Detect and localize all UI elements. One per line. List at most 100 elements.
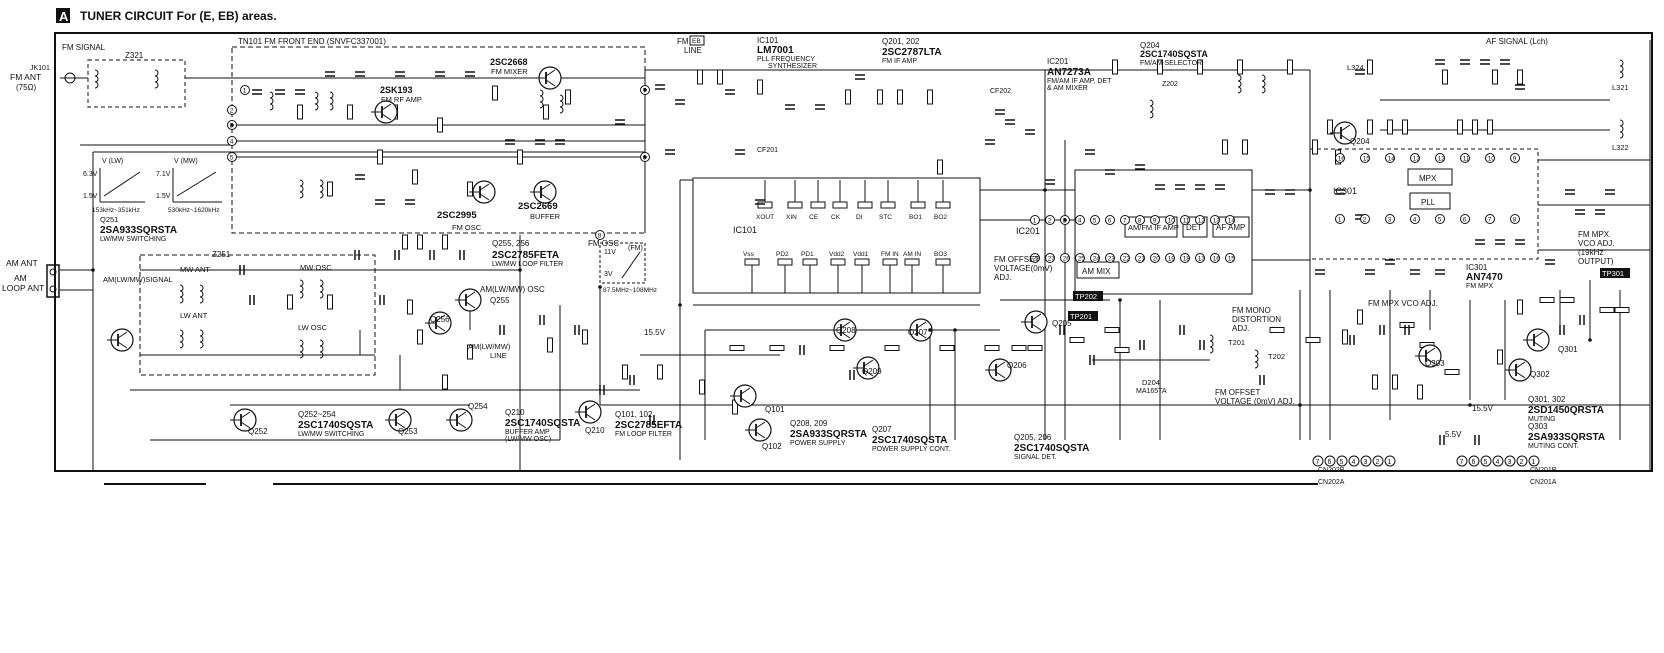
pin (1210, 253, 1220, 263)
transistor (1031, 313, 1042, 321)
resistor (437, 117, 443, 133)
junction (1298, 403, 1302, 407)
ic101-pin-box (777, 258, 793, 266)
ic101-pin-box (802, 258, 818, 266)
connector-pin-number: 3 (1364, 459, 1368, 466)
resistor (347, 104, 353, 120)
pin (1335, 214, 1345, 224)
lm7001-label: LM7001 (757, 45, 794, 56)
fm-offset-label-2: VOLTAGE(0mV) (994, 264, 1053, 273)
ic101-pin-label: XOUT (756, 214, 774, 221)
pin-number: 18 (1183, 256, 1191, 263)
resistor (1367, 59, 1373, 75)
ic101-pin-label: PD2 (776, 251, 789, 258)
inductor (329, 91, 334, 111)
connector-pin-number: 7 (1316, 459, 1320, 466)
d204-label: D204 (1142, 378, 1160, 387)
resistor (1027, 345, 1043, 351)
q204-label: Q204 (1350, 137, 1370, 146)
q251-ref: Q251 (100, 215, 118, 224)
ic201-top-label: IC201 (1047, 57, 1069, 66)
tp301-label: TP301 (1602, 269, 1624, 278)
ic201-label: IC201 (1016, 226, 1040, 236)
tn101-label: TN101 FM FRONT END (SNVFC337001) (238, 37, 386, 46)
q101-fn: FM LOOP FILTER (615, 431, 672, 438)
an7273a-fn1: FM/AM IF AMP, DET (1047, 78, 1112, 85)
pin-number: 22 (1123, 256, 1131, 263)
resistor (1539, 297, 1555, 303)
resistor (1472, 119, 1478, 135)
resistor (984, 345, 1000, 351)
connector-pin-number: 4 (1496, 459, 1500, 466)
fm-offset-b-label-2: VOLTAGE (0mV) ADJ. (1215, 397, 1295, 406)
resistor (1342, 329, 1348, 345)
transistor (585, 413, 596, 421)
ic101-pin-box (882, 258, 898, 266)
mw-graph-high: 7.1V (156, 171, 171, 178)
resistor (769, 345, 785, 351)
connector-pin-number: 6 (1472, 459, 1476, 466)
resistor (407, 299, 413, 315)
resistor (1457, 119, 1463, 135)
inductor (199, 329, 204, 349)
resistor (657, 364, 663, 380)
ic101-pin-box (744, 258, 760, 266)
resistor (699, 379, 705, 395)
q204-top-label: Q204 (1140, 41, 1160, 50)
am-ant-terminal (46, 264, 60, 298)
inductor (199, 284, 204, 304)
resistor (622, 364, 628, 380)
pin-number: 14 (1388, 156, 1396, 163)
resistor (1222, 139, 1228, 155)
resistor (1559, 297, 1575, 303)
fm-if-amp-label: FM IF AMP (882, 58, 917, 65)
pin-number: 13 (1413, 156, 1421, 163)
distortion-label: DISTORTION (1232, 315, 1281, 324)
mpx-label: MPX (1419, 174, 1437, 183)
q303b-label: Q303 (1425, 359, 1445, 368)
resistor (1312, 139, 1318, 155)
resistor (1599, 307, 1615, 313)
q101-102-ref: Q101, 102 (615, 410, 653, 419)
q-2sc2995-label: 2SC2995 (437, 210, 477, 221)
ic101-pin-label: CK (831, 214, 841, 221)
pll-label: PLL (1421, 198, 1436, 207)
ic101-pin-label: STC (879, 214, 892, 221)
q303-part: 2SA933SQRSTA (1528, 432, 1605, 443)
pin (1045, 215, 1055, 225)
transistor (1340, 124, 1351, 132)
lw-osc-label: LW OSC (298, 323, 328, 332)
q302-label: Q302 (1530, 370, 1550, 379)
t201-label: T201 (1228, 338, 1245, 347)
z251-box (139, 254, 376, 376)
resistor (829, 345, 845, 351)
am-fm-if-label: AM/FM IF AMP (1128, 223, 1179, 232)
v15-5b-label: 15.5V (644, 328, 666, 337)
pin-number: 12 (1198, 218, 1206, 225)
pll-block (1409, 192, 1451, 210)
fm-line-label: FM (677, 37, 689, 46)
transistor (117, 331, 128, 339)
pin-number: 4 (230, 139, 234, 146)
pin-number: 1 (243, 88, 247, 95)
q205-206-ref: Q205, 206 (1014, 433, 1052, 442)
resistor (327, 294, 333, 310)
q205-part: 2SC1740SQSTA (1014, 443, 1089, 454)
pin-number: 14 (1228, 218, 1236, 225)
transistor (435, 314, 446, 322)
ic101-pin-label: BO1 (909, 214, 922, 221)
am-ant-label-2: AM (14, 273, 27, 283)
ic301-label: IC301 (1333, 186, 1357, 196)
pin-number: 1 (1033, 218, 1037, 225)
lw-graph-high: 6.3V (83, 171, 98, 178)
junction (678, 303, 682, 307)
q210-part: 2SC1740SQSTA (505, 418, 580, 429)
pin-number: 5 (230, 155, 234, 162)
resistor (937, 159, 943, 175)
resistor (697, 69, 703, 85)
pin (1090, 215, 1100, 225)
transistor (863, 369, 874, 377)
resistor (1372, 374, 1378, 390)
pin (1030, 215, 1040, 225)
ic101-pin-box (787, 201, 803, 209)
